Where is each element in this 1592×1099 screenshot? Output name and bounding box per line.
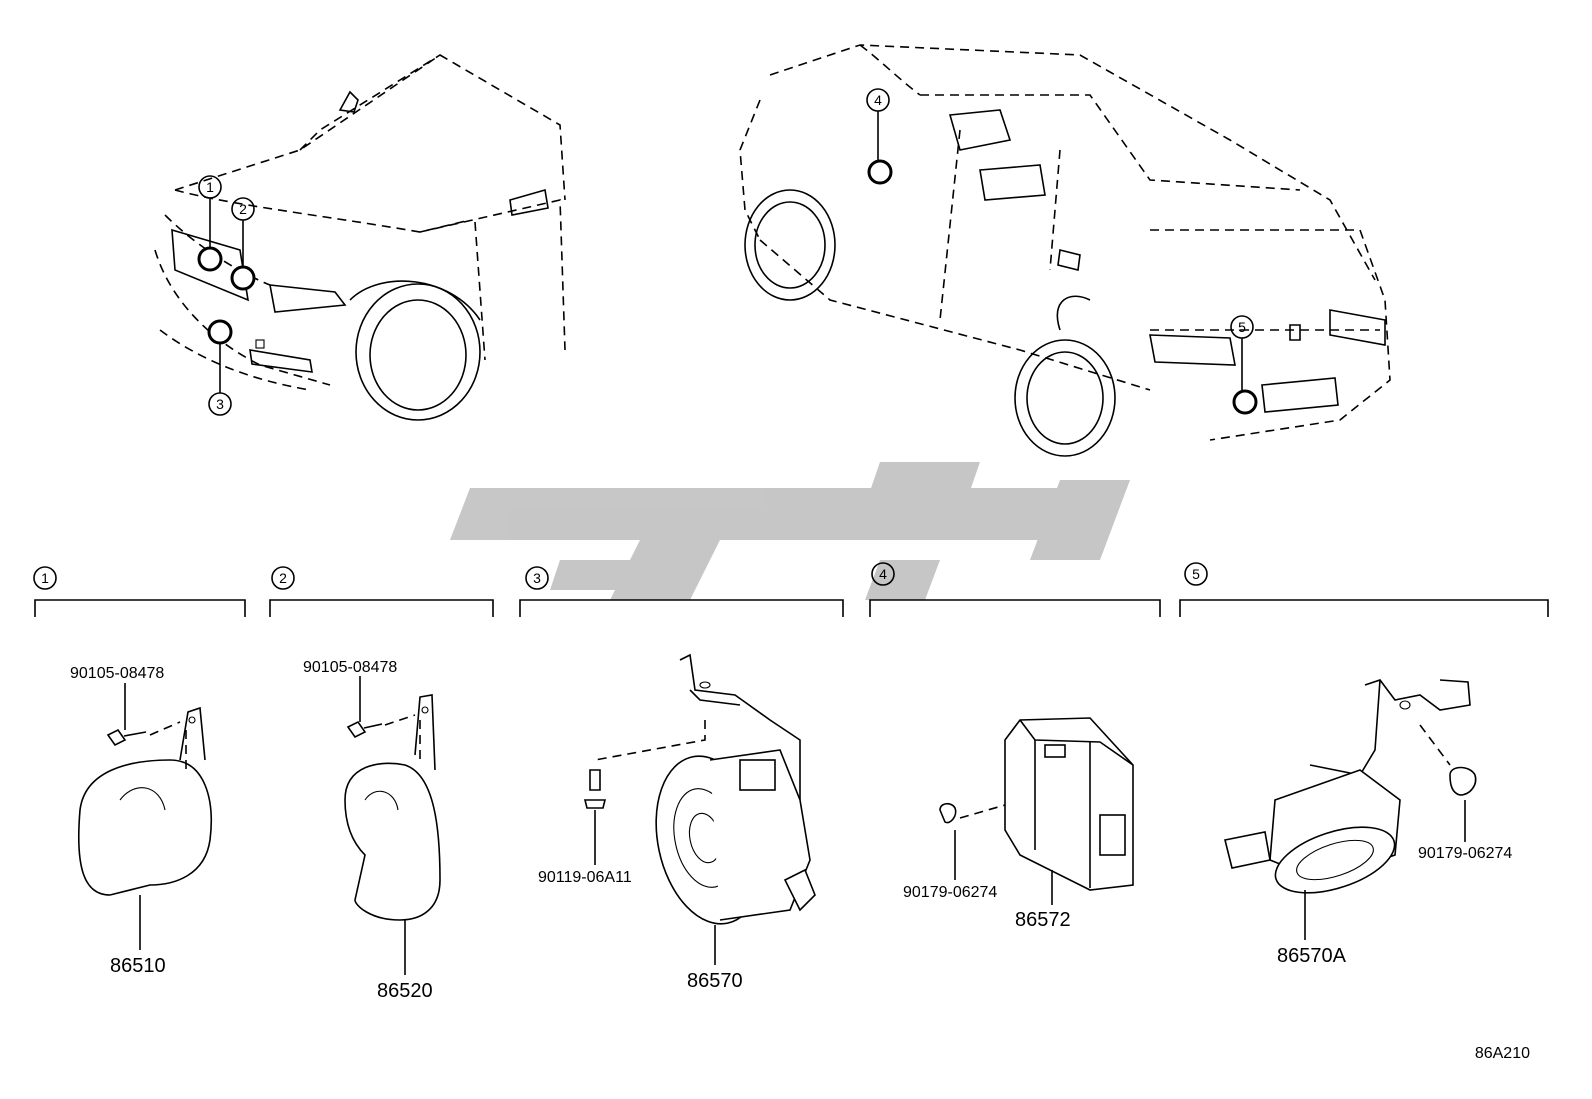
part-number-86570: 86570: [687, 970, 743, 992]
group-header-5: [1179, 562, 1549, 617]
horn-86510-illustration: [77, 683, 212, 950]
fastener-label-2: 90105-08478: [303, 659, 397, 676]
location-callout-2: [230, 197, 256, 291]
fastener-label-5: 90179-06274: [1418, 845, 1512, 862]
fastener-label-3: 90119-06A11: [538, 869, 632, 886]
diagram-code: 86A210: [1475, 1045, 1530, 1062]
group-header-4: [869, 562, 1161, 617]
speaker-86570a-illustration: [1224, 679, 1477, 940]
group-label-2: 2: [279, 570, 287, 586]
front-car-illustration: [154, 54, 566, 421]
group-label-3: 3: [533, 570, 541, 586]
location-callout-5: [1230, 315, 1258, 415]
part-number-86570A: 86570A: [1277, 945, 1347, 967]
horn-86520-illustration: [344, 676, 441, 975]
module-86572-illustration: [939, 717, 1134, 905]
watermark-logo: [450, 462, 1130, 600]
group-label-4: 4: [879, 566, 887, 582]
group-header-1: [33, 566, 246, 617]
location-label-5: 5: [1238, 319, 1246, 335]
location-label-4: 4: [874, 92, 882, 108]
rear-car-illustration: [739, 44, 1391, 457]
fastener-label-1: 90105-08478: [70, 665, 164, 682]
location-label-3: 3: [216, 396, 224, 412]
group-label-5: 5: [1192, 566, 1200, 582]
group-header-3: [519, 566, 844, 617]
part-number-86510: 86510: [110, 955, 166, 977]
location-label-2: 2: [239, 201, 247, 217]
location-callout-4: [866, 88, 893, 185]
group-header-2: [269, 566, 494, 617]
location-label-1: 1: [206, 179, 214, 195]
fastener-label-4: 90179-06274: [903, 884, 997, 901]
location-callout-1: [197, 175, 223, 272]
part-number-86572: 86572: [1015, 909, 1071, 931]
group-label-1: 1: [41, 570, 49, 586]
part-number-86520: 86520: [377, 980, 433, 1002]
speaker-86570-illustration: [583, 653, 816, 965]
location-callout-3: [207, 319, 233, 416]
